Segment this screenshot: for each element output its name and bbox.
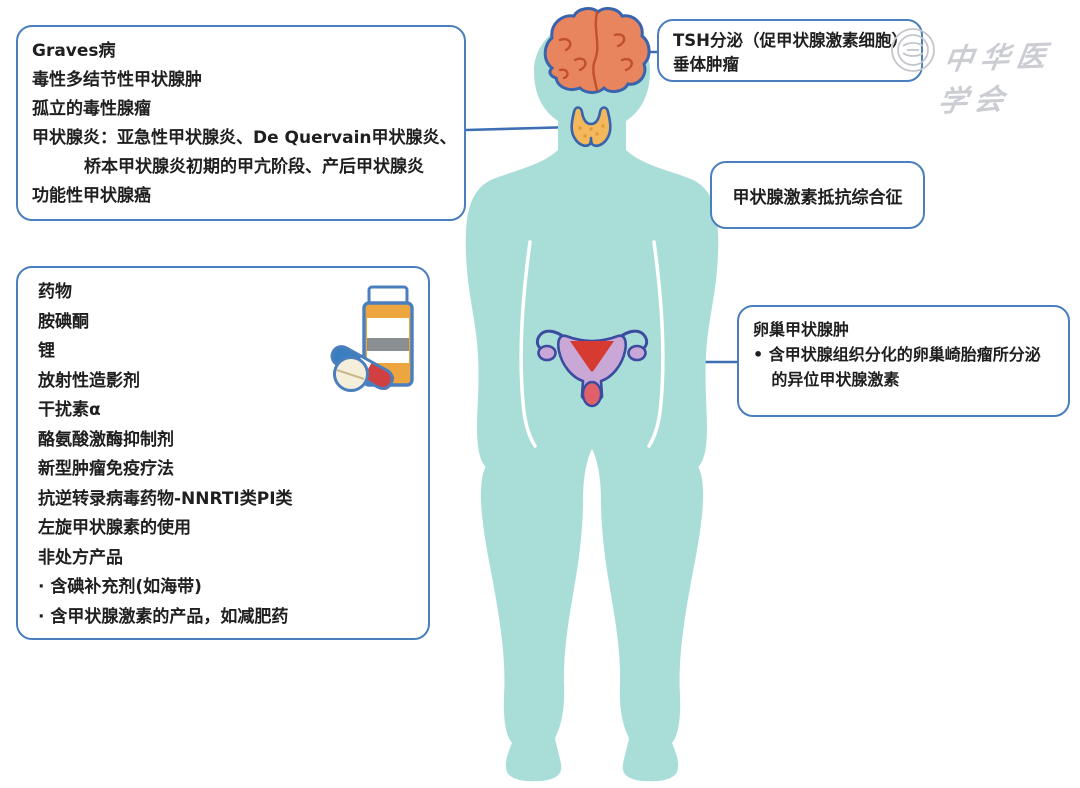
pituitary-line: TSH分泌（促甲状腺激素细胞） [673, 31, 908, 50]
drug-line: 抗逆转录病毒药物-NNRTI类PI类 [38, 488, 293, 509]
drug-line: 酪氨酸激酶抑制剂 [38, 429, 174, 450]
cause-line: 功能性甲状腺癌 [32, 186, 151, 206]
resistance-label: 甲状腺激素抵抗综合征 [732, 187, 903, 208]
struma-ovarii-box: 卵巢甲状腺肿 • 含甲状腺组织分化的卵巢崎胎瘤所分泌的异位甲状腺激素 [737, 305, 1070, 417]
thyroid-icon [570, 106, 612, 148]
drug-line: 新型肿瘤免疫疗法 [38, 459, 174, 479]
drug-bullet-line: · 含碘补充剂(如海带) [38, 577, 202, 597]
drug-line: 左旋甲状腺素的使用 [38, 518, 191, 538]
hormone-resistance-box: 甲状腺激素抵抗综合征 [710, 161, 925, 229]
cause-line-continued: 桥本甲状腺炎初期的甲亢阶段、产后甲状腺炎 [84, 157, 424, 177]
pituitary-tumor-box: TSH分泌（促甲状腺激素细胞） 垂体肿瘤 [657, 19, 923, 82]
cause-line: 毒性多结节性甲状腺肿 [32, 70, 202, 90]
drug-bullet-line: · 含甲状腺激素的产品，如减肥药 [38, 606, 289, 627]
drug-line: 锂 [38, 341, 55, 361]
ovary-box-title: 卵巢甲状腺肿 [753, 320, 850, 339]
cause-line: 孤立的毒性腺瘤 [32, 99, 151, 119]
cause-line: 甲状腺炎：亚急性甲状腺炎、De Quervain甲状腺炎、 [32, 128, 457, 148]
pituitary-line: 垂体肿瘤 [673, 55, 739, 74]
connector-causes-to-thyroid [465, 125, 575, 132]
thyroid-causes-box: Graves病 毒性多结节性甲状腺肿 孤立的毒性腺瘤 甲状腺炎：亚急性甲状腺炎、… [16, 25, 466, 221]
drug-line: 药物 [38, 282, 72, 302]
drug-line: 非处方产品 [38, 547, 123, 568]
brain-icon [543, 7, 651, 94]
right-arm-separation [647, 240, 665, 448]
left-arm-separation [519, 240, 537, 448]
drug-causes-box: 药物 胺碘酮 锂 放射性造影剂 干扰素α 酪氨酸激酶抑制剂 新型肿瘤免疫疗法 抗… [16, 266, 430, 640]
drug-line: 放射性造影剂 [38, 370, 140, 391]
cause-line: Graves病 [32, 41, 116, 61]
ovary-box-bullet: • 含甲状腺组织分化的卵巢崎胎瘤所分泌的异位甲状腺激素 [753, 345, 1041, 389]
uterus-icon [535, 329, 649, 408]
drug-line: 干扰素α [38, 400, 101, 420]
drug-line: 胺碘酮 [38, 311, 89, 332]
